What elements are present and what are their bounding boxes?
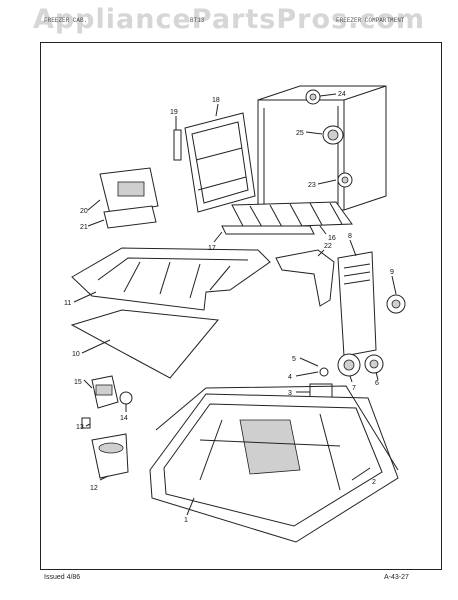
fan-motor-group	[309, 353, 384, 403]
control-panel	[99, 167, 159, 215]
bracket	[81, 417, 91, 429]
ice-bucket	[91, 433, 129, 479]
callout-2: 2	[372, 479, 376, 486]
shelf-rail	[221, 225, 315, 235]
air-duct	[275, 249, 335, 307]
wire-shelf	[231, 201, 353, 229]
knob	[119, 391, 133, 405]
callout-23: 23	[308, 182, 316, 189]
callout-14: 14	[120, 415, 128, 422]
callout-3: 3	[288, 390, 292, 397]
callout-18: 18	[212, 97, 220, 104]
callout-16: 16	[328, 235, 336, 242]
callout-13: 13	[76, 424, 84, 431]
callout-6: 6	[375, 380, 379, 387]
callout-12: 12	[90, 485, 98, 492]
callout-22: 22	[324, 243, 332, 250]
diagram-frame	[40, 42, 442, 570]
header-code-label: BT13	[190, 17, 205, 24]
bottom-pan	[149, 393, 399, 543]
header-section-label: FREEZER COMPARTMENT	[336, 17, 405, 24]
callout-15: 15	[74, 379, 82, 386]
callout-7: 7	[352, 385, 356, 392]
panel-insert	[103, 205, 157, 229]
main-shelf	[71, 247, 271, 311]
freezer-door	[184, 112, 256, 213]
callout-24: 24	[338, 91, 346, 98]
callout-21: 21	[80, 224, 88, 231]
header-model-label: FREEZER CAB.	[44, 17, 88, 24]
page-code: A-43-27	[384, 574, 409, 581]
freezer-liner	[257, 85, 387, 211]
ice-tray	[91, 375, 119, 409]
callout-5: 5	[292, 356, 296, 363]
callout-19: 19	[170, 109, 178, 116]
callout-1: 1	[184, 517, 188, 524]
callout-10: 10	[72, 351, 80, 358]
rear-panel	[337, 251, 377, 357]
callout-20: 20	[80, 208, 88, 215]
gasket	[155, 385, 399, 471]
issued-date: Issued 4/86	[44, 574, 81, 581]
callout-11: 11	[64, 300, 71, 307]
callout-8: 8	[348, 233, 352, 240]
callout-17: 17	[208, 245, 216, 252]
shelf-plate	[70, 309, 219, 379]
callout-9: 9	[390, 269, 394, 276]
callout-25: 25	[296, 130, 304, 137]
callout-4: 4	[288, 374, 292, 381]
door-hinge	[173, 129, 182, 161]
callout-labels: 1 2 3 4 5 6 7 8 9 10 11 12 13 14 15 16 1…	[64, 91, 394, 524]
leader-lines	[73, 93, 397, 516]
